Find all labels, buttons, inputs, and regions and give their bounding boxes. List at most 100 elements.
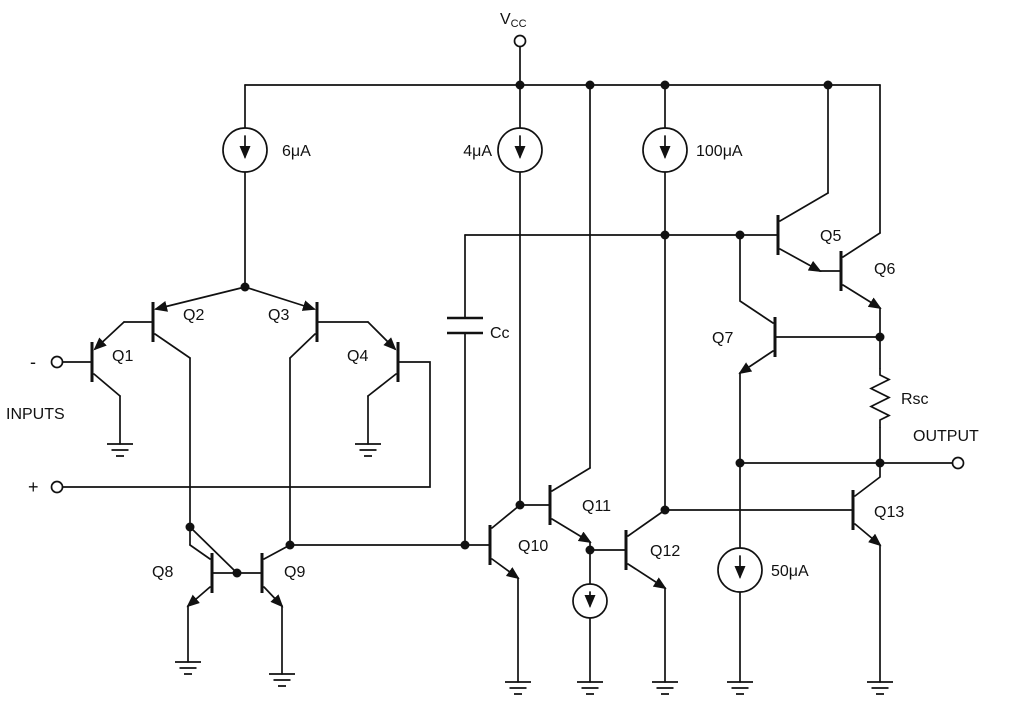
junction-dot [875, 458, 885, 468]
transistor-q12 [624, 509, 667, 590]
current-source-4ua [497, 84, 543, 506]
q11-emitter-lead [551, 518, 592, 544]
q2-emitter-lead [154, 286, 246, 312]
inputs-label: INPUTS [6, 406, 65, 423]
ground-symbol [576, 681, 604, 695]
q10-collector-lead [491, 504, 521, 529]
q9-emitter-lead [263, 586, 284, 608]
q5-label: Q5 [820, 228, 841, 245]
q1-emitter-lead [93, 321, 125, 351]
transistor-q7 [738, 234, 777, 375]
q7-label: Q7 [712, 330, 733, 347]
junction-dots [185, 80, 885, 578]
noninverting-input-terminal [50, 480, 64, 494]
transistor-q5 [776, 192, 829, 272]
q10-emitter-lead [491, 558, 520, 580]
ground-symbol [651, 681, 679, 695]
q13-collector-lead [854, 462, 881, 497]
junction-dot [232, 568, 242, 578]
transistor-q13 [851, 462, 882, 547]
wire [189, 526, 238, 574]
q6-emitter-lead [842, 284, 882, 310]
ground-symbol [504, 681, 532, 695]
q12-collector-lead [627, 509, 666, 537]
compensation-capacitor [447, 316, 483, 335]
ground-symbol [106, 443, 134, 457]
wire [62, 361, 431, 488]
ground-symbol [174, 661, 202, 675]
vcc-terminal [513, 34, 527, 48]
ground-symbol [354, 443, 382, 457]
q11-label: Q11 [582, 498, 611, 515]
q2-collector-lead [154, 333, 191, 359]
junction-dot [585, 80, 595, 90]
transistor-q9 [260, 544, 291, 608]
q11-collector-lead [551, 467, 591, 492]
current-source-6ua [222, 84, 268, 288]
q12-emitter-lead [627, 563, 667, 590]
q7-emitter-lead [738, 350, 774, 375]
q3-collector-lead [289, 333, 316, 359]
q1-collector-lead [93, 373, 121, 397]
plus-input-label: + [28, 477, 39, 497]
junction-dot [735, 230, 745, 240]
cs-6ua-label: 6μA [282, 143, 311, 160]
junction-dot [735, 458, 745, 468]
short-circuit-resistor [869, 368, 891, 428]
ground-symbol [268, 673, 296, 687]
inverting-input-terminal [50, 355, 64, 369]
junction-dot [240, 282, 250, 292]
junction-dot [660, 230, 670, 240]
q5-collector-lead [779, 192, 829, 222]
junction-dot [660, 80, 670, 90]
cs-50ua-label: 50μA [771, 563, 809, 580]
output-label: OUTPUT [913, 428, 979, 445]
q7-collector-lead [739, 234, 774, 324]
current-source-100ua [642, 84, 688, 511]
q3-emitter-lead [244, 286, 316, 311]
current-source-50ua [717, 462, 763, 683]
transistor-q6 [839, 232, 882, 310]
junction-dot [460, 540, 470, 550]
power-rail [244, 34, 881, 86]
rsc-label: Rsc [901, 391, 929, 408]
q5-emitter-lead [779, 248, 822, 272]
ground-symbol [866, 681, 894, 695]
q3-label: Q3 [268, 307, 289, 324]
q10-label: Q10 [518, 538, 548, 555]
cs-100ua-label: 100μA [696, 143, 743, 160]
q6-label: Q6 [874, 261, 895, 278]
junction-dot [285, 540, 295, 550]
q4-collector-lead [367, 373, 397, 397]
output-terminal [951, 456, 965, 470]
q1-label: Q1 [112, 348, 133, 365]
q13-label: Q13 [874, 504, 904, 521]
wire-net [62, 84, 953, 683]
q4-emitter-lead [367, 321, 397, 351]
transistor-q1 [90, 321, 125, 397]
minus-input-label: - [30, 352, 36, 372]
junction-dot [515, 500, 525, 510]
cc-label: Cc [490, 325, 510, 342]
junction-dot [515, 80, 525, 90]
transistor-q4 [367, 321, 400, 397]
q8-emitter-lead [186, 586, 211, 608]
q13-emitter-lead [854, 523, 882, 547]
q6-collector-lead [842, 232, 881, 258]
q12-label: Q12 [650, 543, 680, 560]
vcc-label: VCC [500, 11, 527, 30]
transistor-q8 [186, 544, 214, 608]
q4-label: Q4 [347, 348, 368, 365]
transistor-q2 [151, 286, 246, 359]
junction-dot [823, 80, 833, 90]
ground-symbol [726, 681, 754, 695]
current-source-unlabeled [572, 541, 608, 683]
q8-label: Q8 [152, 564, 173, 581]
q9-label: Q9 [284, 564, 305, 581]
q9-collector-lead [263, 544, 291, 560]
q2-label: Q2 [183, 307, 204, 324]
junction-dot [660, 505, 670, 515]
junction-dot [875, 332, 885, 342]
